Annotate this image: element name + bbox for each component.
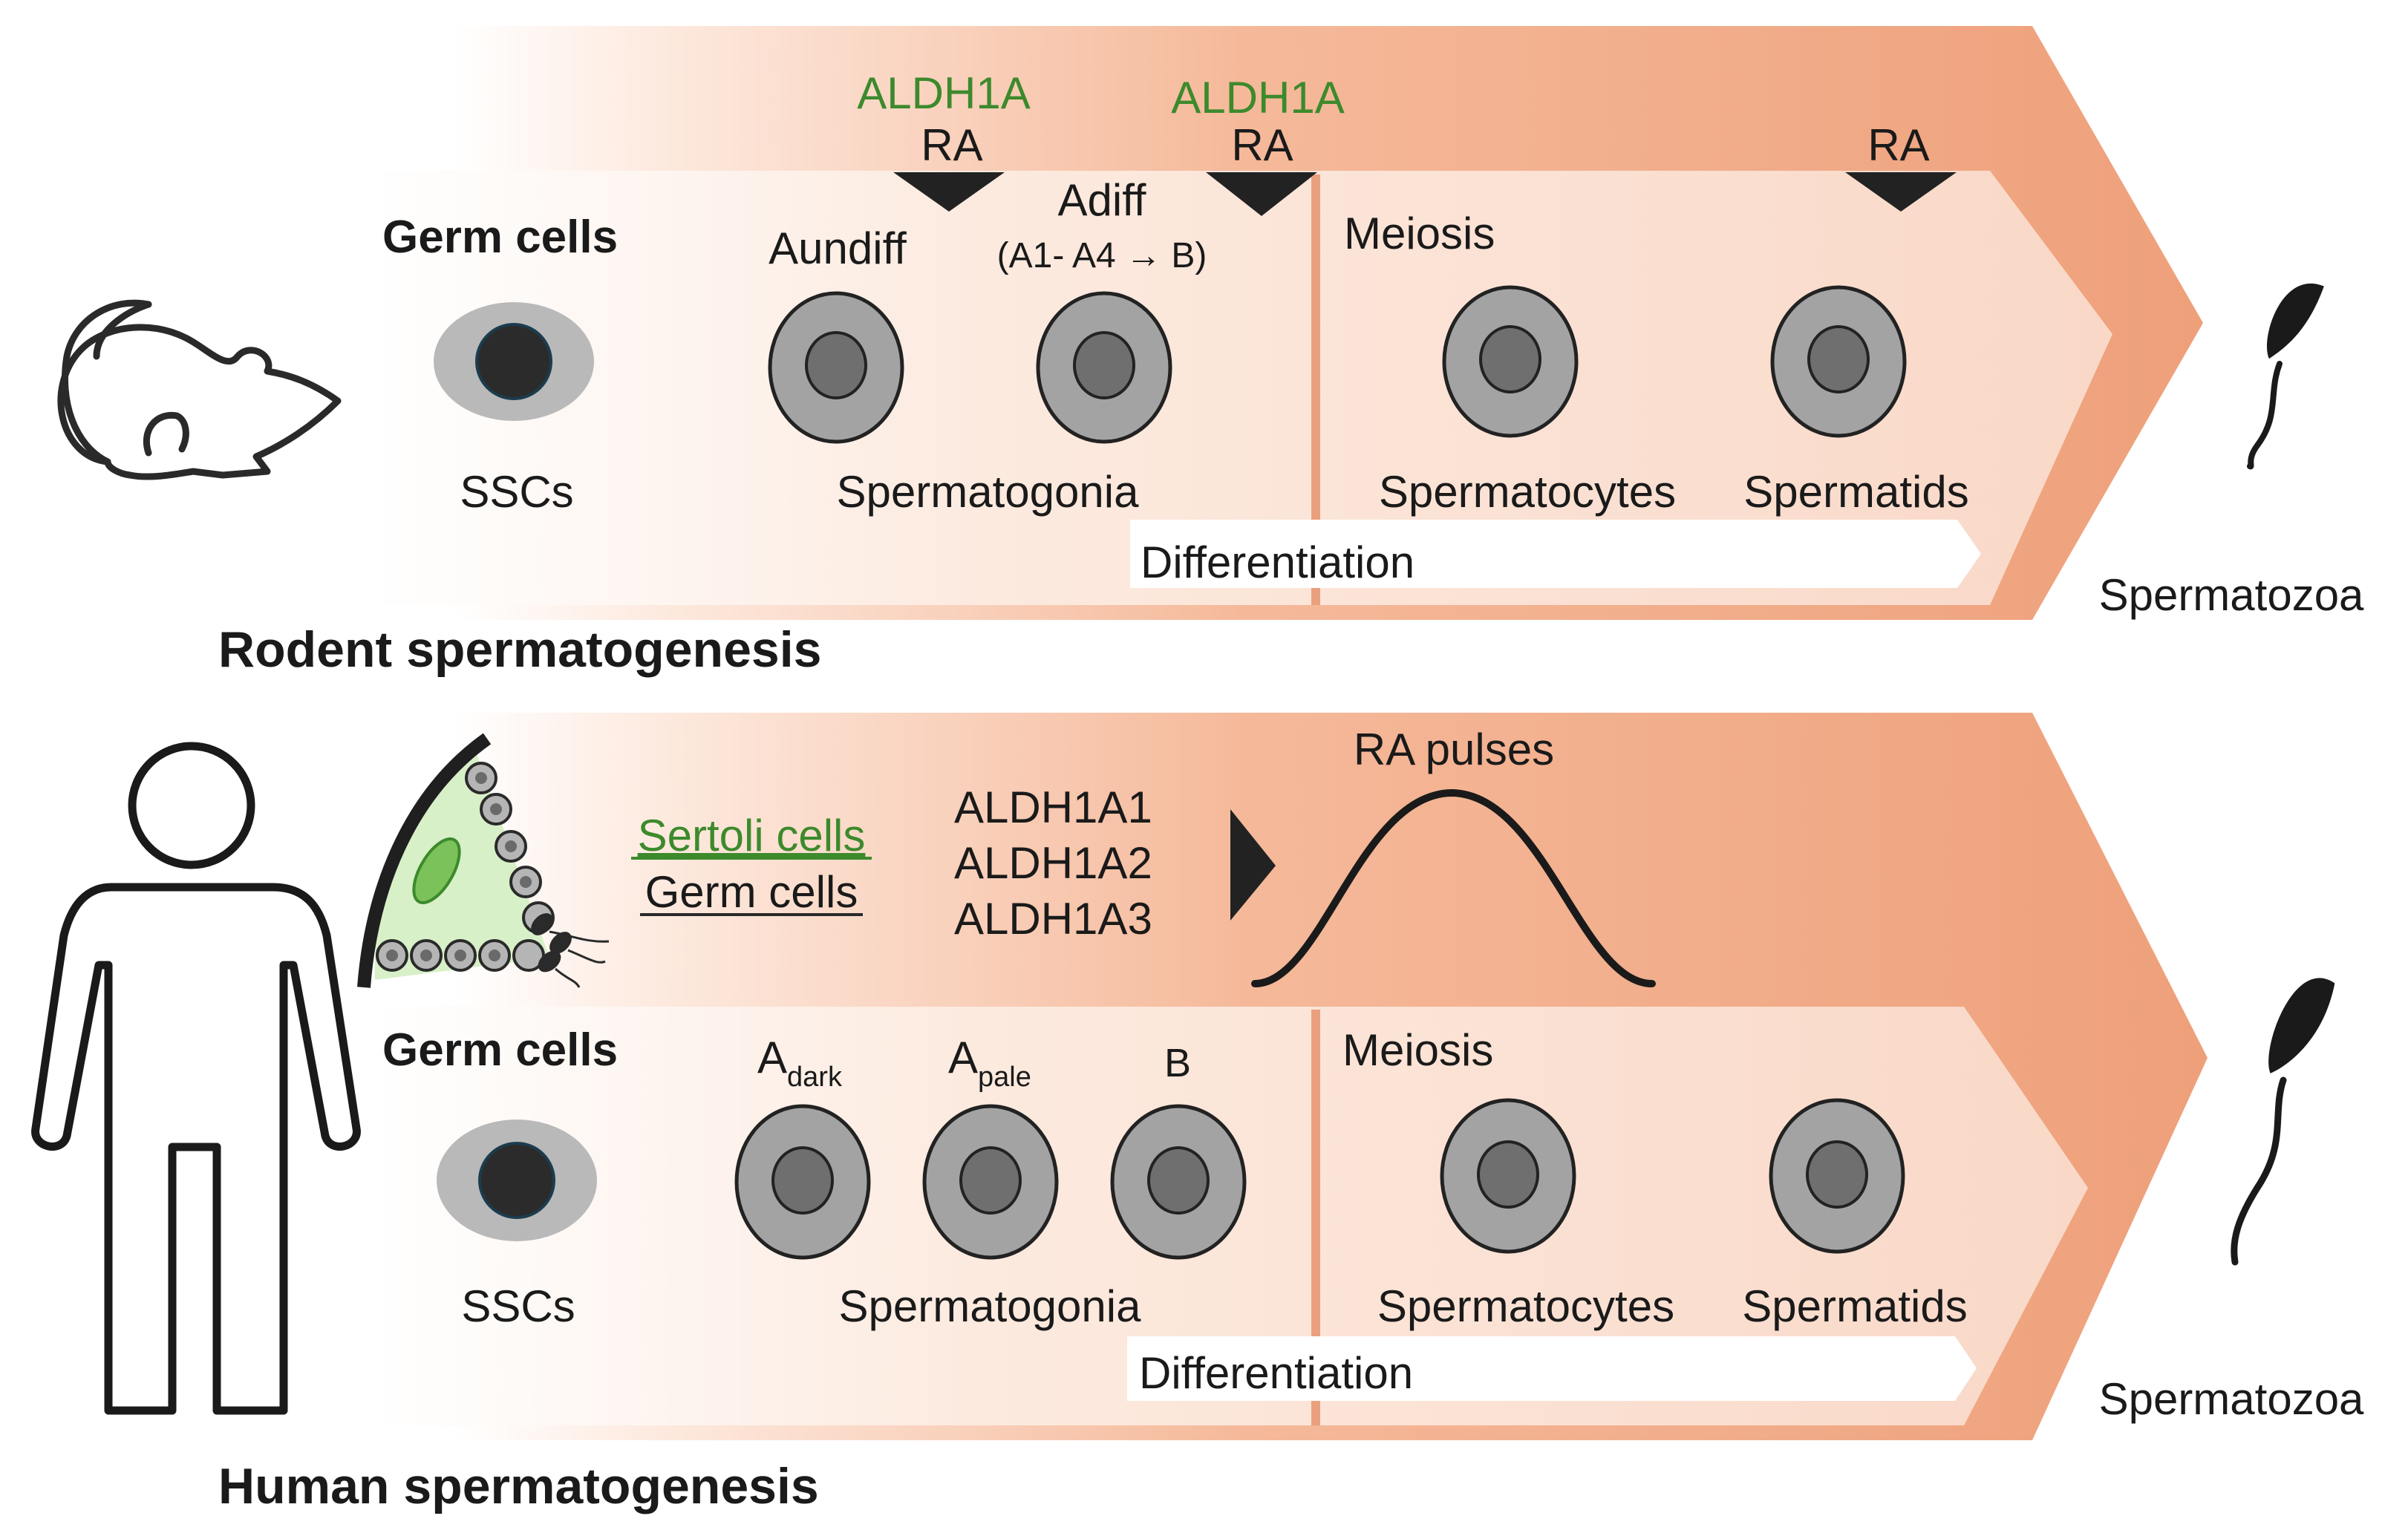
apale-label: Apale: [948, 1033, 1031, 1093]
rodent-ra-triangle-1: [893, 172, 1005, 212]
human-spermatids-label: Spermatids: [1742, 1281, 1967, 1331]
human-spermatid-cell: [1769, 1098, 1905, 1254]
human-spermatozoon-icon: [2231, 978, 2335, 1266]
human-enzyme-2: ALDH1A2: [954, 838, 1152, 888]
rodent-spermatids-label: Spermatids: [1743, 467, 1968, 517]
rodent-adiff-cell: [1036, 291, 1172, 444]
rodent-spermatozoa-label: Spermatozoa: [2099, 570, 2364, 620]
human-ssc-cell: [437, 1120, 597, 1241]
rodent-adiff-detail: (A1- A4 → B): [997, 236, 1207, 275]
rodent-spermatocytes-label: Spermatocytes: [1379, 467, 1676, 517]
rodent-adiff-label: Adiff: [1058, 175, 1146, 225]
rodent-spermatogonia-label: Spermatogonia: [837, 467, 1140, 517]
apale-cell: [922, 1104, 1059, 1260]
ra-pulses-label: RA pulses: [1354, 725, 1554, 774]
rodent-spermatozoon-icon: [2247, 284, 2324, 470]
rodent-panel: ALDH1A RA ALDH1A RA RA Germ cells Aundif…: [57, 26, 2364, 678]
human-spermatocyte-cell: [1440, 1098, 1576, 1254]
human-differentiation-arrow: [1127, 1336, 1977, 1401]
rodent-enzyme-label-1: ALDH1A: [857, 68, 1030, 118]
sertoli-legend-label: Sertoli cells: [638, 811, 866, 860]
human-ssc-label: SSCs: [461, 1281, 575, 1331]
rodent-ra-triangle-2: [1206, 172, 1317, 216]
rodent-germ-cells-label: Germ cells: [382, 212, 618, 263]
mouse-icon: [57, 299, 342, 480]
adark-label: Adark: [757, 1033, 843, 1093]
human-figure-icon: [31, 742, 361, 1415]
rodent-ra-label-3: RA: [1867, 120, 1929, 170]
rodent-ssc-cell: [434, 302, 594, 421]
apale-base: A: [948, 1033, 978, 1082]
human-differentiation-label: Differentiation: [1139, 1348, 1413, 1398]
rodent-ssc-label: SSCs: [460, 467, 573, 517]
human-meiosis-label: Meiosis: [1342, 1025, 1493, 1075]
rodent-enzyme-label-2: ALDH1A: [1171, 73, 1344, 122]
rodent-differentiation-label: Differentiation: [1141, 537, 1415, 587]
human-spermatocytes-label: Spermatocytes: [1377, 1281, 1674, 1331]
rodent-ra-triangle-3: [1845, 172, 1957, 212]
b-cell: [1110, 1104, 1247, 1260]
rodent-ra-label-2: RA: [1231, 120, 1293, 170]
ra-pulse-curve: [1251, 788, 1656, 987]
rodent-ra-label-1: RA: [921, 120, 982, 170]
apale-sub: pale: [978, 1062, 1031, 1093]
human-spermatozoa-label: Spermatozoa: [2099, 1374, 2364, 1424]
rodent-aundiff-cell: [768, 291, 904, 444]
human-germ-cells-label: Germ cells: [382, 1024, 618, 1076]
b-label: B: [1164, 1041, 1191, 1085]
rodent-differentiation-arrow: [1130, 520, 1981, 588]
rodent-inner-arrow: [371, 171, 2112, 605]
adark-sub: dark: [787, 1062, 843, 1093]
sertoli-tubule-inset: [357, 733, 610, 988]
human-title: Human spermatogenesis: [218, 1458, 819, 1514]
human-spermatogonia-label: Spermatogonia: [839, 1281, 1142, 1331]
human-enzyme-3: ALDH1A3: [954, 894, 1152, 944]
rodent-aundiff-label: Aundiff: [769, 223, 907, 273]
rodent-spermatid-cell: [1770, 285, 1907, 438]
human-panel: Sertoli cells Germ cells ALDH1A1 ALDH1A2…: [31, 713, 2364, 1514]
human-enzyme-1: ALDH1A1: [954, 782, 1152, 832]
rodent-title: Rodent spermatogenesis: [218, 621, 821, 678]
human-ra-triangle: [1230, 809, 1276, 921]
adark-cell: [734, 1104, 871, 1260]
rodent-spermatocyte-cell: [1442, 285, 1579, 438]
adark-base: A: [757, 1033, 787, 1082]
germ-legend-label: Germ cells: [645, 867, 858, 917]
rodent-meiosis-label: Meiosis: [1344, 209, 1495, 258]
